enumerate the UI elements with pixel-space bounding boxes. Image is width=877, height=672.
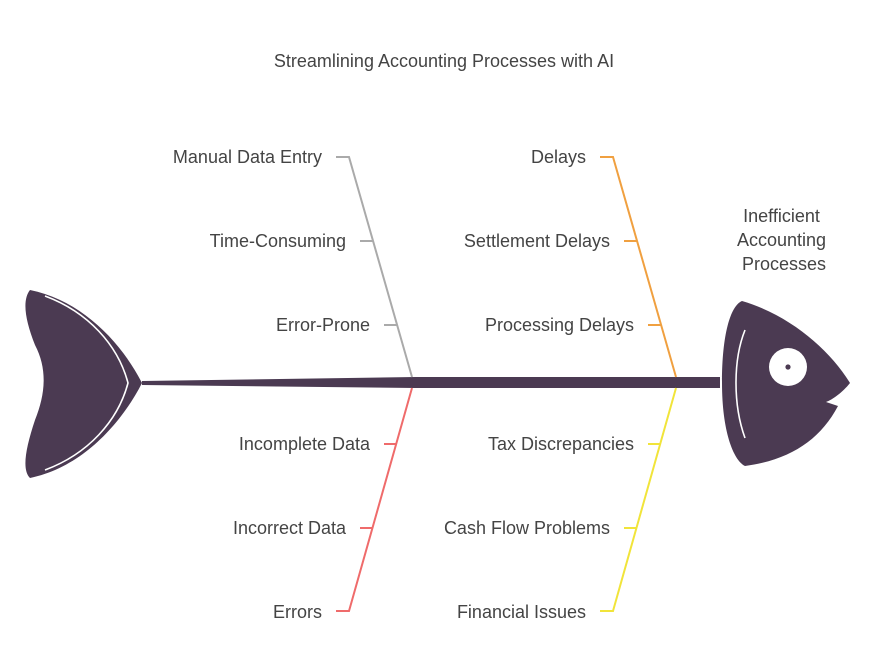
fish-head [722,301,850,466]
tail-highlight [44,295,129,471]
diagram-title: Streamlining Accounting Processes with A… [274,51,614,71]
cause-label: Settlement Delays [464,231,610,251]
bone-bottom-left: Incomplete Data Incorrect Data Errors [233,387,413,622]
head-label-line-2: Accounting [737,230,826,250]
cause-label: Errors [273,602,322,622]
cause-label: Tax Discrepancies [488,434,634,454]
cause-label: Delays [531,147,586,167]
gill-line [735,329,746,439]
pupil [785,364,791,370]
cause-label: Cash Flow Problems [444,518,610,538]
bone-line [336,156,413,378]
head-label-line-1: Inefficient [743,206,820,226]
cause-label: Manual Data Entry [173,147,322,167]
bone-top-right: Delays Settlement Delays Processing Dela… [464,147,677,378]
head-label: Inefficient Accounting Processes [737,206,831,274]
cause-label: Time-Consuming [210,231,346,251]
cause-label: Incorrect Data [233,518,347,538]
fish-tail [25,290,142,478]
cause-label: Financial Issues [457,602,586,622]
bone-line [600,387,677,612]
bone-line [600,156,677,378]
bone-bottom-right: Tax Discrepancies Cash Flow Problems Fin… [444,387,677,622]
fish-spine [142,377,720,388]
bone-top-left: Manual Data Entry Time-Consuming Error-P… [173,147,413,378]
tail-shape [25,290,142,478]
cause-label: Processing Delays [485,315,634,335]
cause-label: Error-Prone [276,315,370,335]
head-label-line-3: Processes [742,254,826,274]
bone-line [336,387,413,612]
cause-label: Incomplete Data [239,434,371,454]
